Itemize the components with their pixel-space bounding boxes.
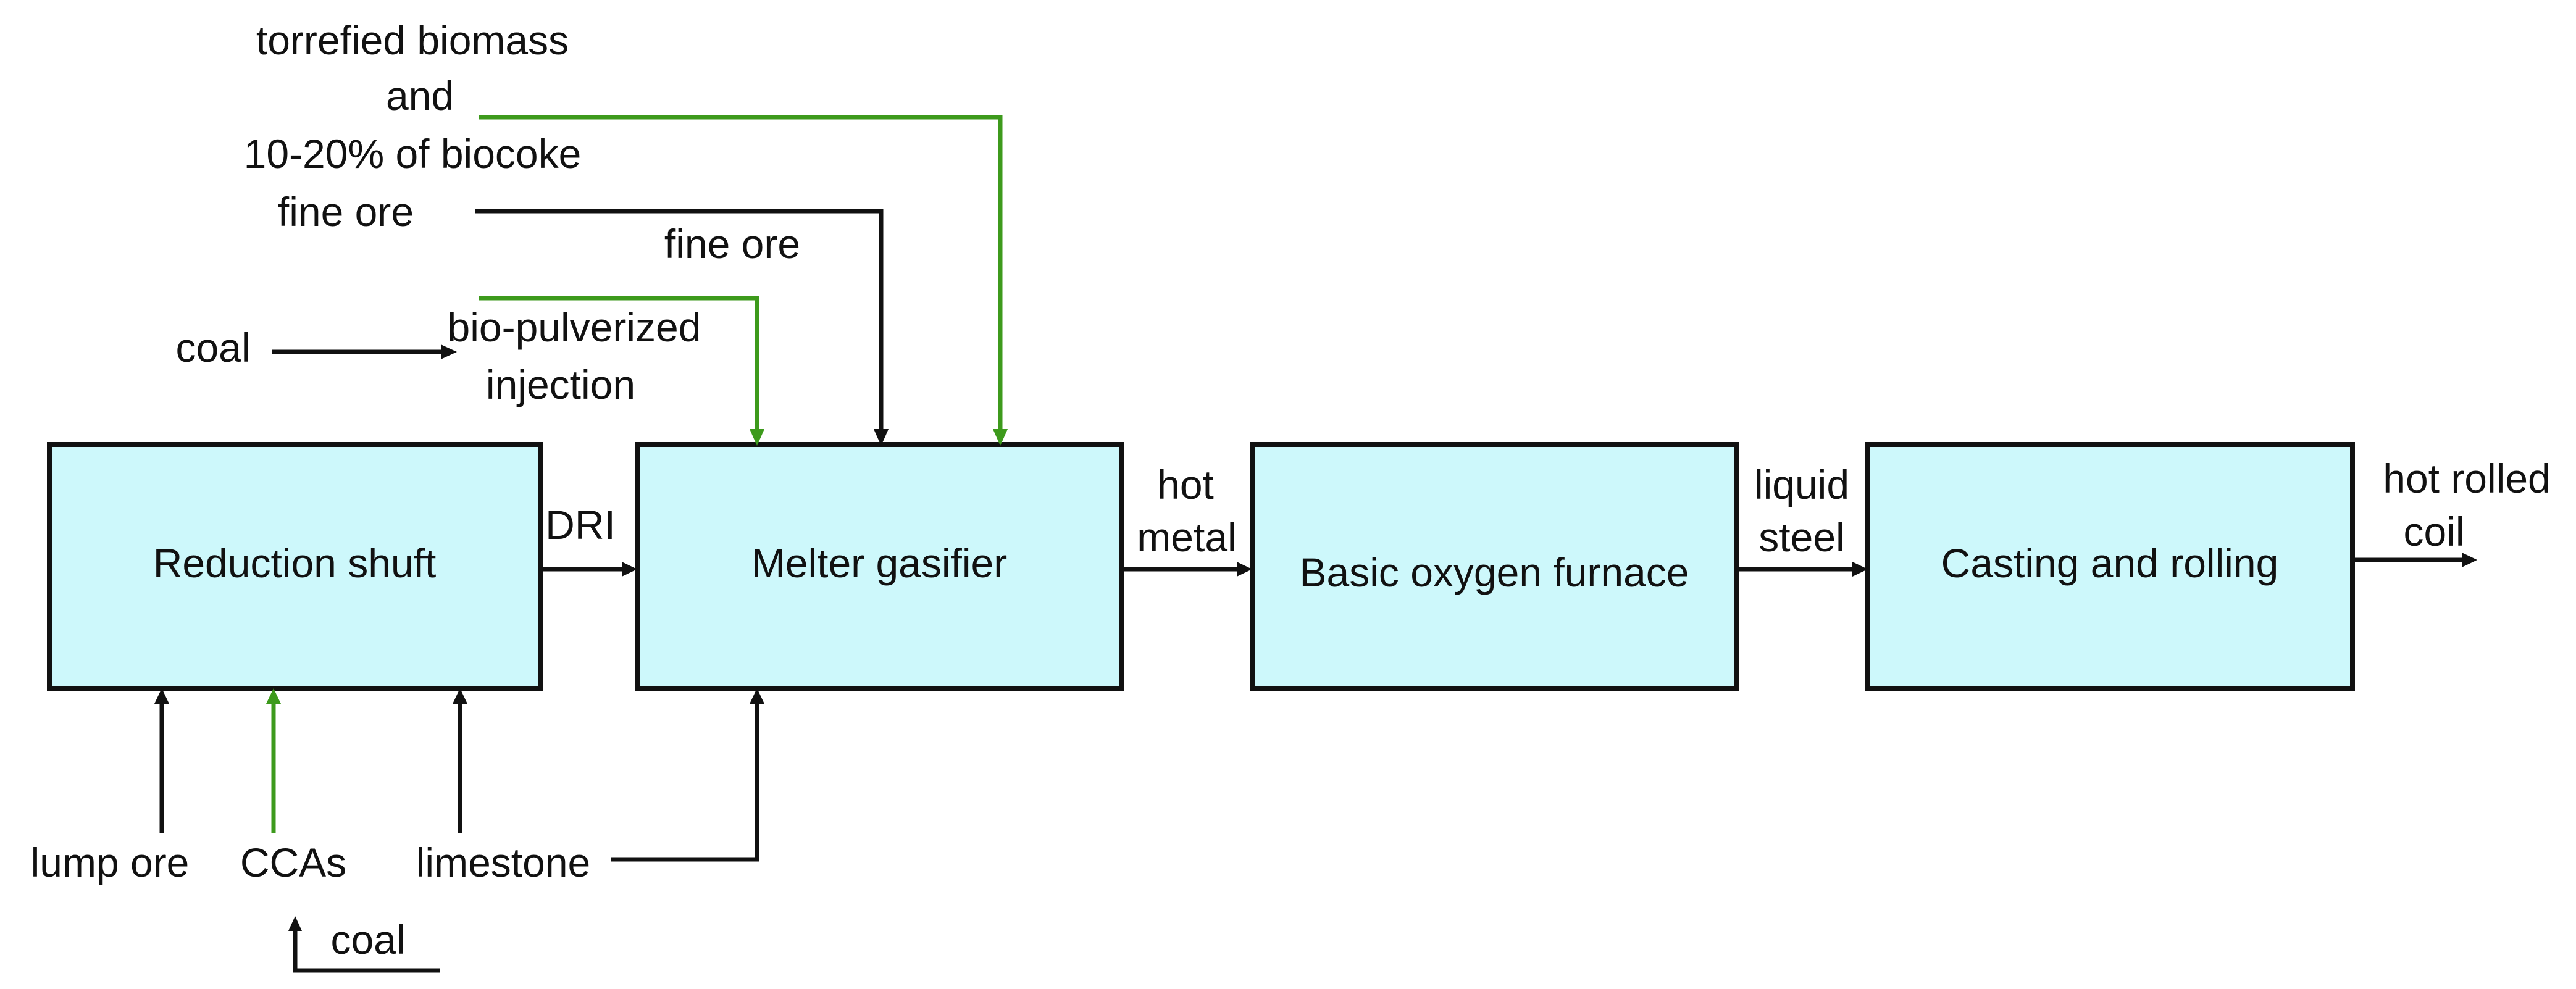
fine-ore-input: fine ore fine ore — [278, 189, 889, 446]
hot-metal-arrowhead — [1237, 562, 1252, 577]
limestone-to-melter-arrowhead — [750, 688, 764, 704]
hot-rolled-coil-label-line1: hot rolled — [2383, 456, 2551, 501]
coal-bottom-flow-line — [293, 929, 440, 973]
torrefied-biomass-label-line2: and — [386, 73, 454, 119]
bio-pulverized-flow-line — [479, 296, 759, 431]
coal-to-injection: coal — [175, 325, 457, 370]
bio-pulverized-label-line1: bio-pulverized — [448, 304, 701, 350]
torrefied-biomass-arrowhead — [993, 429, 1008, 446]
torrefied-biomass-label-line3: 10-20% of biocoke — [244, 131, 582, 177]
liquid-steel-label-line1: liquid — [1754, 462, 1849, 507]
dri-flow: DRI — [540, 502, 637, 577]
lump-ore-arrowhead — [154, 688, 169, 704]
melter-gasifier-box: Melter gasifier — [635, 442, 1124, 691]
hot-rolled-coil-label-line2: coil — [2403, 509, 2464, 554]
coal-bottom-label: coal — [330, 917, 405, 962]
limestone-label: limestone — [416, 840, 590, 885]
basic-oxygen-furnace-box: Basic oxygen furnace — [1250, 442, 1739, 691]
lump-ore-input: lump ore — [31, 688, 190, 885]
coal-top-arrowhead — [441, 344, 457, 359]
casting-rolling-label: Casting and rolling — [1941, 540, 2279, 586]
fine-ore-flow-line — [475, 209, 884, 431]
ccas-input: CCAs — [240, 688, 346, 885]
fine-ore-inlet-label: fine ore — [664, 221, 800, 267]
fine-ore-arrowhead — [874, 429, 889, 446]
liquid-steel-arrowhead — [1852, 562, 1868, 577]
dri-arrowhead — [622, 562, 637, 577]
limestone-to-reduction-arrowhead — [453, 688, 467, 704]
melter-gasifier-label: Melter gasifier — [751, 540, 1007, 586]
dri-label: DRI — [545, 502, 616, 548]
torrefied-biomass-input: torrefied biomass and 10-20% of biocoke — [244, 17, 1008, 446]
basic-oxygen-furnace-label: Basic oxygen furnace — [1299, 549, 1689, 595]
fine-ore-source-label: fine ore — [278, 189, 414, 235]
bio-pulverized-label-line2: injection — [486, 362, 635, 407]
coal-top-label: coal — [175, 325, 250, 370]
reduction-shaft-box: Reduction shuft — [47, 442, 543, 691]
hot-metal-flow: hot metal — [1122, 462, 1252, 577]
lump-ore-label: lump ore — [31, 840, 190, 885]
torrefied-biomass-label-line1: torrefied biomass — [256, 17, 569, 63]
hot-metal-label-line2: metal — [1137, 514, 1236, 560]
liquid-steel-label-line2: steel — [1758, 514, 1844, 560]
ccas-label: CCAs — [240, 840, 346, 885]
hot-metal-label-line1: hot — [1157, 462, 1214, 507]
coal-bottom-arrowhead — [288, 916, 302, 931]
torrefied-biomass-flow-line — [479, 115, 1003, 431]
bio-pulverized-arrowhead — [750, 429, 764, 446]
liquid-steel-flow: liquid steel — [1737, 462, 1868, 577]
limestone-to-melter-line — [611, 702, 759, 862]
casting-rolling-box: Casting and rolling — [1865, 442, 2355, 691]
ccas-arrowhead — [266, 688, 281, 704]
bio-pulverized-injection-input: bio-pulverized injection — [448, 296, 764, 446]
hot-rolled-coil-arrowhead — [2462, 553, 2477, 567]
reduction-shaft-label: Reduction shuft — [153, 540, 437, 586]
coal-to-ccas: coal — [288, 916, 440, 973]
hot-rolled-coil-output: hot rolled coil — [2352, 456, 2551, 567]
limestone-input: limestone — [416, 688, 764, 885]
